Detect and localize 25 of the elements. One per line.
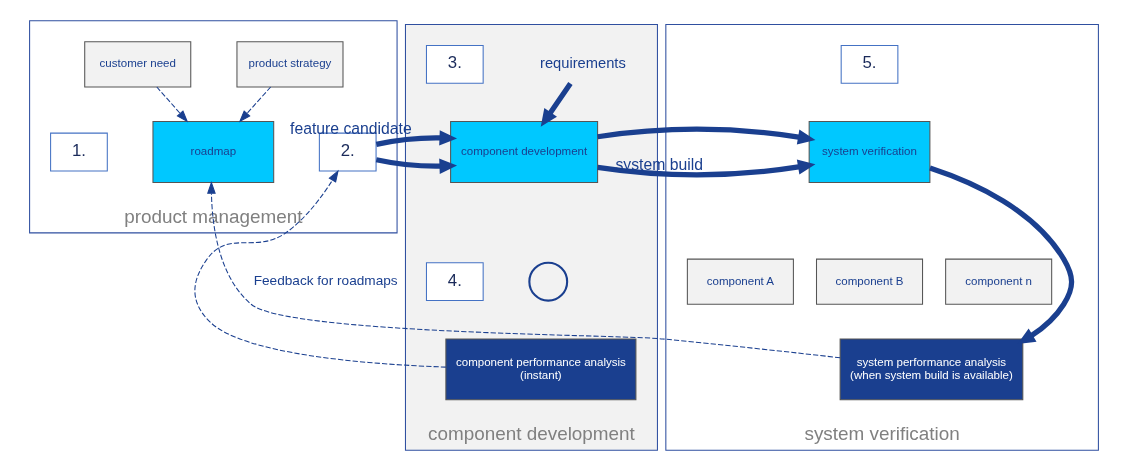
node-box: product strategy [236,41,344,88]
arrow [540,82,573,127]
node-box: roadmap [152,121,275,183]
node-box: component n [945,258,1053,305]
node-circle [528,261,569,302]
node-text: requirements [540,55,626,72]
edge-label: Feedback for roadmaps [253,273,398,289]
node-box: component performance analysis (instant) [445,338,637,401]
arrow [597,126,816,178]
node-box: component A [686,258,794,305]
arrow [156,86,189,123]
node-box: 5. [840,44,899,84]
node-box: 3. [425,44,484,84]
arrow [929,165,1075,345]
node-box: component B [815,258,924,305]
node-box: component development [450,121,599,183]
node-box: customer need [84,41,192,88]
arrow [375,130,458,174]
arrow [194,169,447,368]
arrow [238,86,272,123]
node-box: system performance analysis (when system build is available) [839,338,1024,401]
arrow [207,181,841,359]
node-box: 4. [425,262,484,302]
node-box: system verification [808,121,931,183]
node-box: 1. [50,132,108,172]
